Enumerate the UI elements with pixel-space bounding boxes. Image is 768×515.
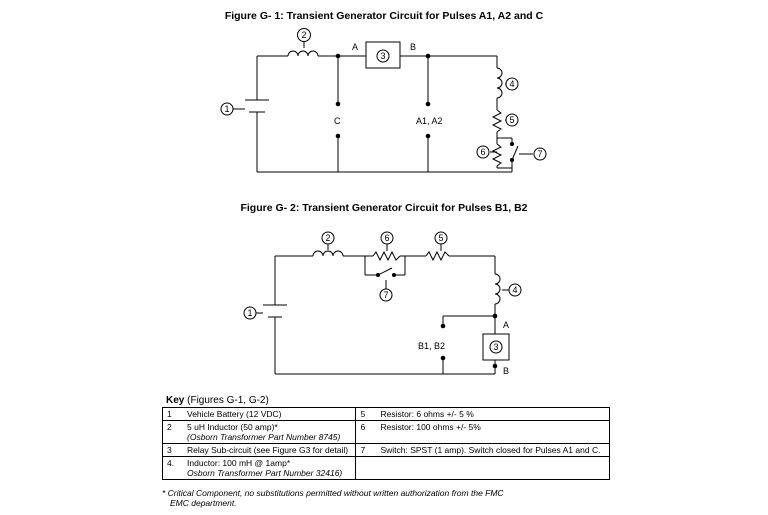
inductor-4	[496, 67, 503, 99]
inductor-2	[287, 50, 319, 57]
node-label-a2: A	[503, 320, 509, 330]
circuit-diagrams: 1 2 3 4 5 6 7 1 2 3 4 5 6 7 A B C A1, A2…	[220, 28, 547, 376]
resistor-5	[491, 109, 503, 133]
callout-2b: 2	[325, 233, 330, 243]
table-row: 2 5 uH Inductor (50 amp)*(Osborn Transfo…	[162, 420, 611, 444]
callout-4: 4	[509, 79, 514, 89]
figure-2-title: Figure G- 2: Transient Generator Circuit…	[240, 202, 528, 214]
callout-6: 6	[480, 147, 485, 157]
figure-1-title: Figure G- 1: Transient Generator Circuit…	[224, 10, 544, 22]
node-label-a: A	[352, 42, 358, 52]
callout-1b: 1	[247, 308, 252, 318]
inductor-2b	[312, 250, 344, 257]
inductor-4b	[494, 273, 501, 305]
node-label-b: B	[410, 42, 416, 52]
callout-3b: 3	[493, 342, 498, 352]
callout-6b: 6	[384, 233, 389, 243]
callout-4b: 4	[512, 285, 517, 295]
node-label-b1b2: B1, B2	[418, 341, 445, 351]
node-label-a1a2: A1, A2	[416, 116, 443, 126]
callout-2: 2	[301, 30, 306, 40]
key-heading: Key (Figures G-1, G-2)	[166, 395, 269, 406]
table-row: 3 Relay Sub-circuit (see Figure G3 for d…	[162, 443, 611, 457]
node-label-c: C	[334, 116, 341, 126]
callout-7: 7	[537, 149, 542, 159]
resistor-5b	[425, 250, 450, 262]
table-row: 4. Inductor: 100 mH @ 1amp*Osborn Transf…	[162, 456, 611, 480]
switch-7b	[377, 267, 393, 276]
key-table: 1 Vehicle Battery (12 VDC) 5 Resistor: 6…	[162, 407, 611, 480]
callout-1: 1	[224, 104, 229, 114]
footnote: * Critical Component, no substitutions p…	[162, 488, 504, 508]
callout-5b: 5	[438, 233, 443, 243]
relay-box-3	[365, 41, 401, 69]
callout-3: 3	[380, 51, 385, 61]
table-row: 1 Vehicle Battery (12 VDC) 5 Resistor: 6…	[162, 407, 611, 421]
switch-7	[511, 145, 519, 161]
callout-7b: 7	[383, 290, 388, 300]
resistor-6b	[372, 250, 401, 262]
relay-box-3b	[482, 333, 510, 361]
callout-5: 5	[509, 115, 514, 125]
resistor-6	[491, 143, 503, 167]
node-label-b2: B	[503, 366, 509, 376]
